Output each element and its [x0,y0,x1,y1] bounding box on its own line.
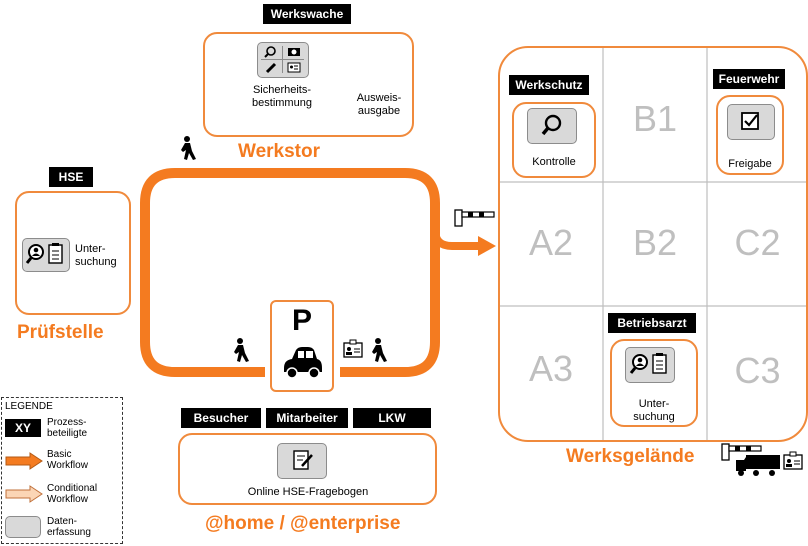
pedestrian-icon [234,338,249,362]
role-tag-hse: HSE [49,167,93,187]
werksgelaende-box [498,46,808,442]
id-card-icon [287,62,301,73]
location-home: @home / @enterprise [205,513,401,534]
search-icon [527,108,577,144]
step-freigabe: Freigabe [728,158,772,170]
camera-icon [288,48,300,56]
data-capture-icon [257,42,309,78]
step-online-fragebogen: Online HSE-Fragebogen [247,486,369,498]
legend-title: LEGENDE [5,401,53,412]
id-card-icon [783,451,803,470]
pedestrian-icon [181,136,196,160]
search-icon [25,244,44,264]
location-werksgelaende: Werksgelände [566,446,695,467]
role-tag-werkswache: Werkswache [263,4,351,24]
form-edit-icon [277,443,327,479]
examination-icon [625,347,675,383]
zone-b1: B1 [632,98,678,139]
legend-data-capture-icon [5,516,41,538]
zone-a2: A2 [528,222,574,263]
zone-c2: C2 [734,222,781,263]
zone-a3: A3 [528,348,574,389]
basic-workflow-branch [431,229,480,250]
role-tag-lkw: LKW [353,408,431,428]
car-icon [284,347,322,379]
legend-conditional-workflow: Conditional Workflow [47,483,98,505]
step-ausweisausgabe: Ausweis- ausgabe [356,92,402,117]
legend-prozessbeteiligte: Prozess- beteiligte [47,417,88,439]
search-icon [629,354,648,374]
parking-sign: P [291,304,312,337]
basic-workflow-loop [140,168,440,377]
search-icon [264,46,276,58]
location-werkstor: Werkstor [238,141,321,162]
clipboard-icon [48,243,63,264]
role-tag-besucher: Besucher [181,408,261,428]
basic-workflow-arrowhead [478,236,496,256]
legend-role-sample: XY [5,419,41,437]
checkbox-icon [727,104,775,140]
clipboard-icon [652,353,667,374]
step-untersuchung-arzt: Unter- suchung [633,398,675,423]
id-card-icon [343,339,363,358]
truck-icon [736,455,780,476]
step-kontrolle: Kontrolle [532,156,576,168]
legend-basic-workflow: Basic Workflow [47,449,88,471]
pedestrian-icon [372,338,387,362]
legend-basic-arrow-icon [5,452,43,470]
parking-box [270,300,334,392]
legend-box [1,397,123,544]
role-tag-feuerwehr: Feuerwehr [713,69,785,89]
barrier-icon [721,443,762,461]
legend-datenerfassung: Daten- erfassung [47,516,91,538]
role-tag-werkschutz: Werkschutz [509,75,589,95]
zone-b2: B2 [632,222,678,263]
barrier-icon [454,209,495,227]
pen-icon [265,62,277,74]
step-untersuchung-hse: Unter- suchung [75,243,117,268]
examination-icon [22,238,70,272]
zone-c3: C3 [734,350,781,391]
location-pruefstelle: Prüfstelle [17,322,104,343]
role-tag-mitarbeiter: Mitarbeiter [266,408,348,428]
role-tag-betriebsarzt: Betriebsarzt [608,313,696,333]
legend-conditional-arrow-icon [5,485,43,503]
step-sicherheitsbestimmung: Sicherheits- bestimmung [252,84,312,109]
